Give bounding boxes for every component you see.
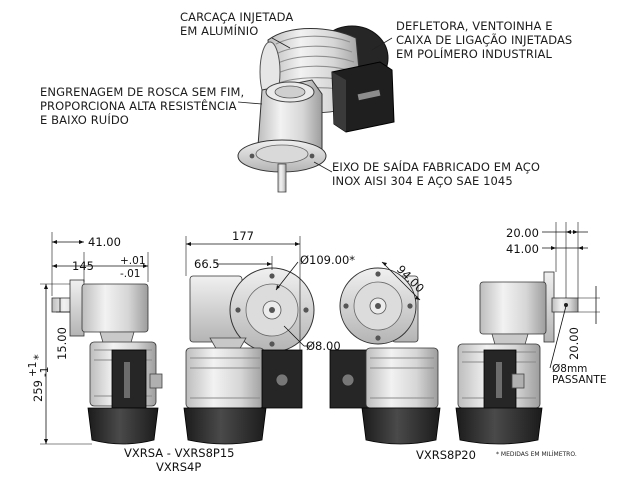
dimension-lines: [40, 222, 600, 445]
model-label-a: VXRSA - VXRS8P15: [124, 446, 235, 460]
callout-deflector: DEFLETORA, VENTOINHA E CAIXA DE LIGAÇÃO …: [396, 19, 573, 61]
view-side-shaft: [51, 279, 163, 445]
model-label-c: VXRS8P20: [416, 448, 476, 462]
dim-145: 145: [72, 259, 94, 273]
callout-housing: CARCAÇA INJETADA EM ALUMÍNIO: [180, 10, 294, 38]
dim-145-tol-minus: -.01: [120, 268, 141, 280]
model-label-b: VXRS4P: [156, 460, 201, 474]
view-front-flange: [183, 267, 315, 445]
units-note: * MEDIDAS EM MILÍMETRO.: [496, 451, 577, 458]
dim-20-side: 20.00: [567, 327, 581, 360]
dim-259-tol-minus: -1: [39, 367, 51, 377]
dim-66-5: 66.5: [194, 257, 220, 271]
dim-20-top: 20.00: [506, 226, 539, 240]
dim-41-right: 41.00: [506, 242, 539, 256]
dim-177: 177: [232, 229, 254, 243]
dim-15: 15.00: [55, 327, 69, 360]
dim-bolt-circle: Ø109.00*: [300, 253, 355, 267]
pin-note: PASSANTE: [552, 374, 606, 386]
pin-diameter: Ø8mm: [552, 363, 587, 375]
dim-145-tol-plus: +.01: [120, 255, 146, 267]
view-side-pin: [455, 271, 579, 445]
callout-leaders: [237, 37, 393, 173]
dim-hole: Ø8.00: [306, 339, 341, 353]
dim-41: 41.00: [88, 235, 121, 249]
view-front-mirrored: [329, 267, 441, 445]
callout-shaft: EIXO DE SAÍDA FABRICADO EM AÇO INOX AISI…: [332, 160, 540, 188]
dim-259-tol-plus: +1: [27, 362, 39, 377]
callout-gear: ENGRENAGEM DE ROSCA SEM FIM, PROPORCIONA…: [40, 85, 245, 127]
dim-259: 259: [31, 380, 45, 402]
motor-isometric-view: [237, 25, 395, 193]
dim-259-mark: *: [31, 354, 45, 360]
model-labels: VXRSA - VXRS8P15 VXRS4P VXRS8P20 * MEDID…: [124, 446, 577, 474]
